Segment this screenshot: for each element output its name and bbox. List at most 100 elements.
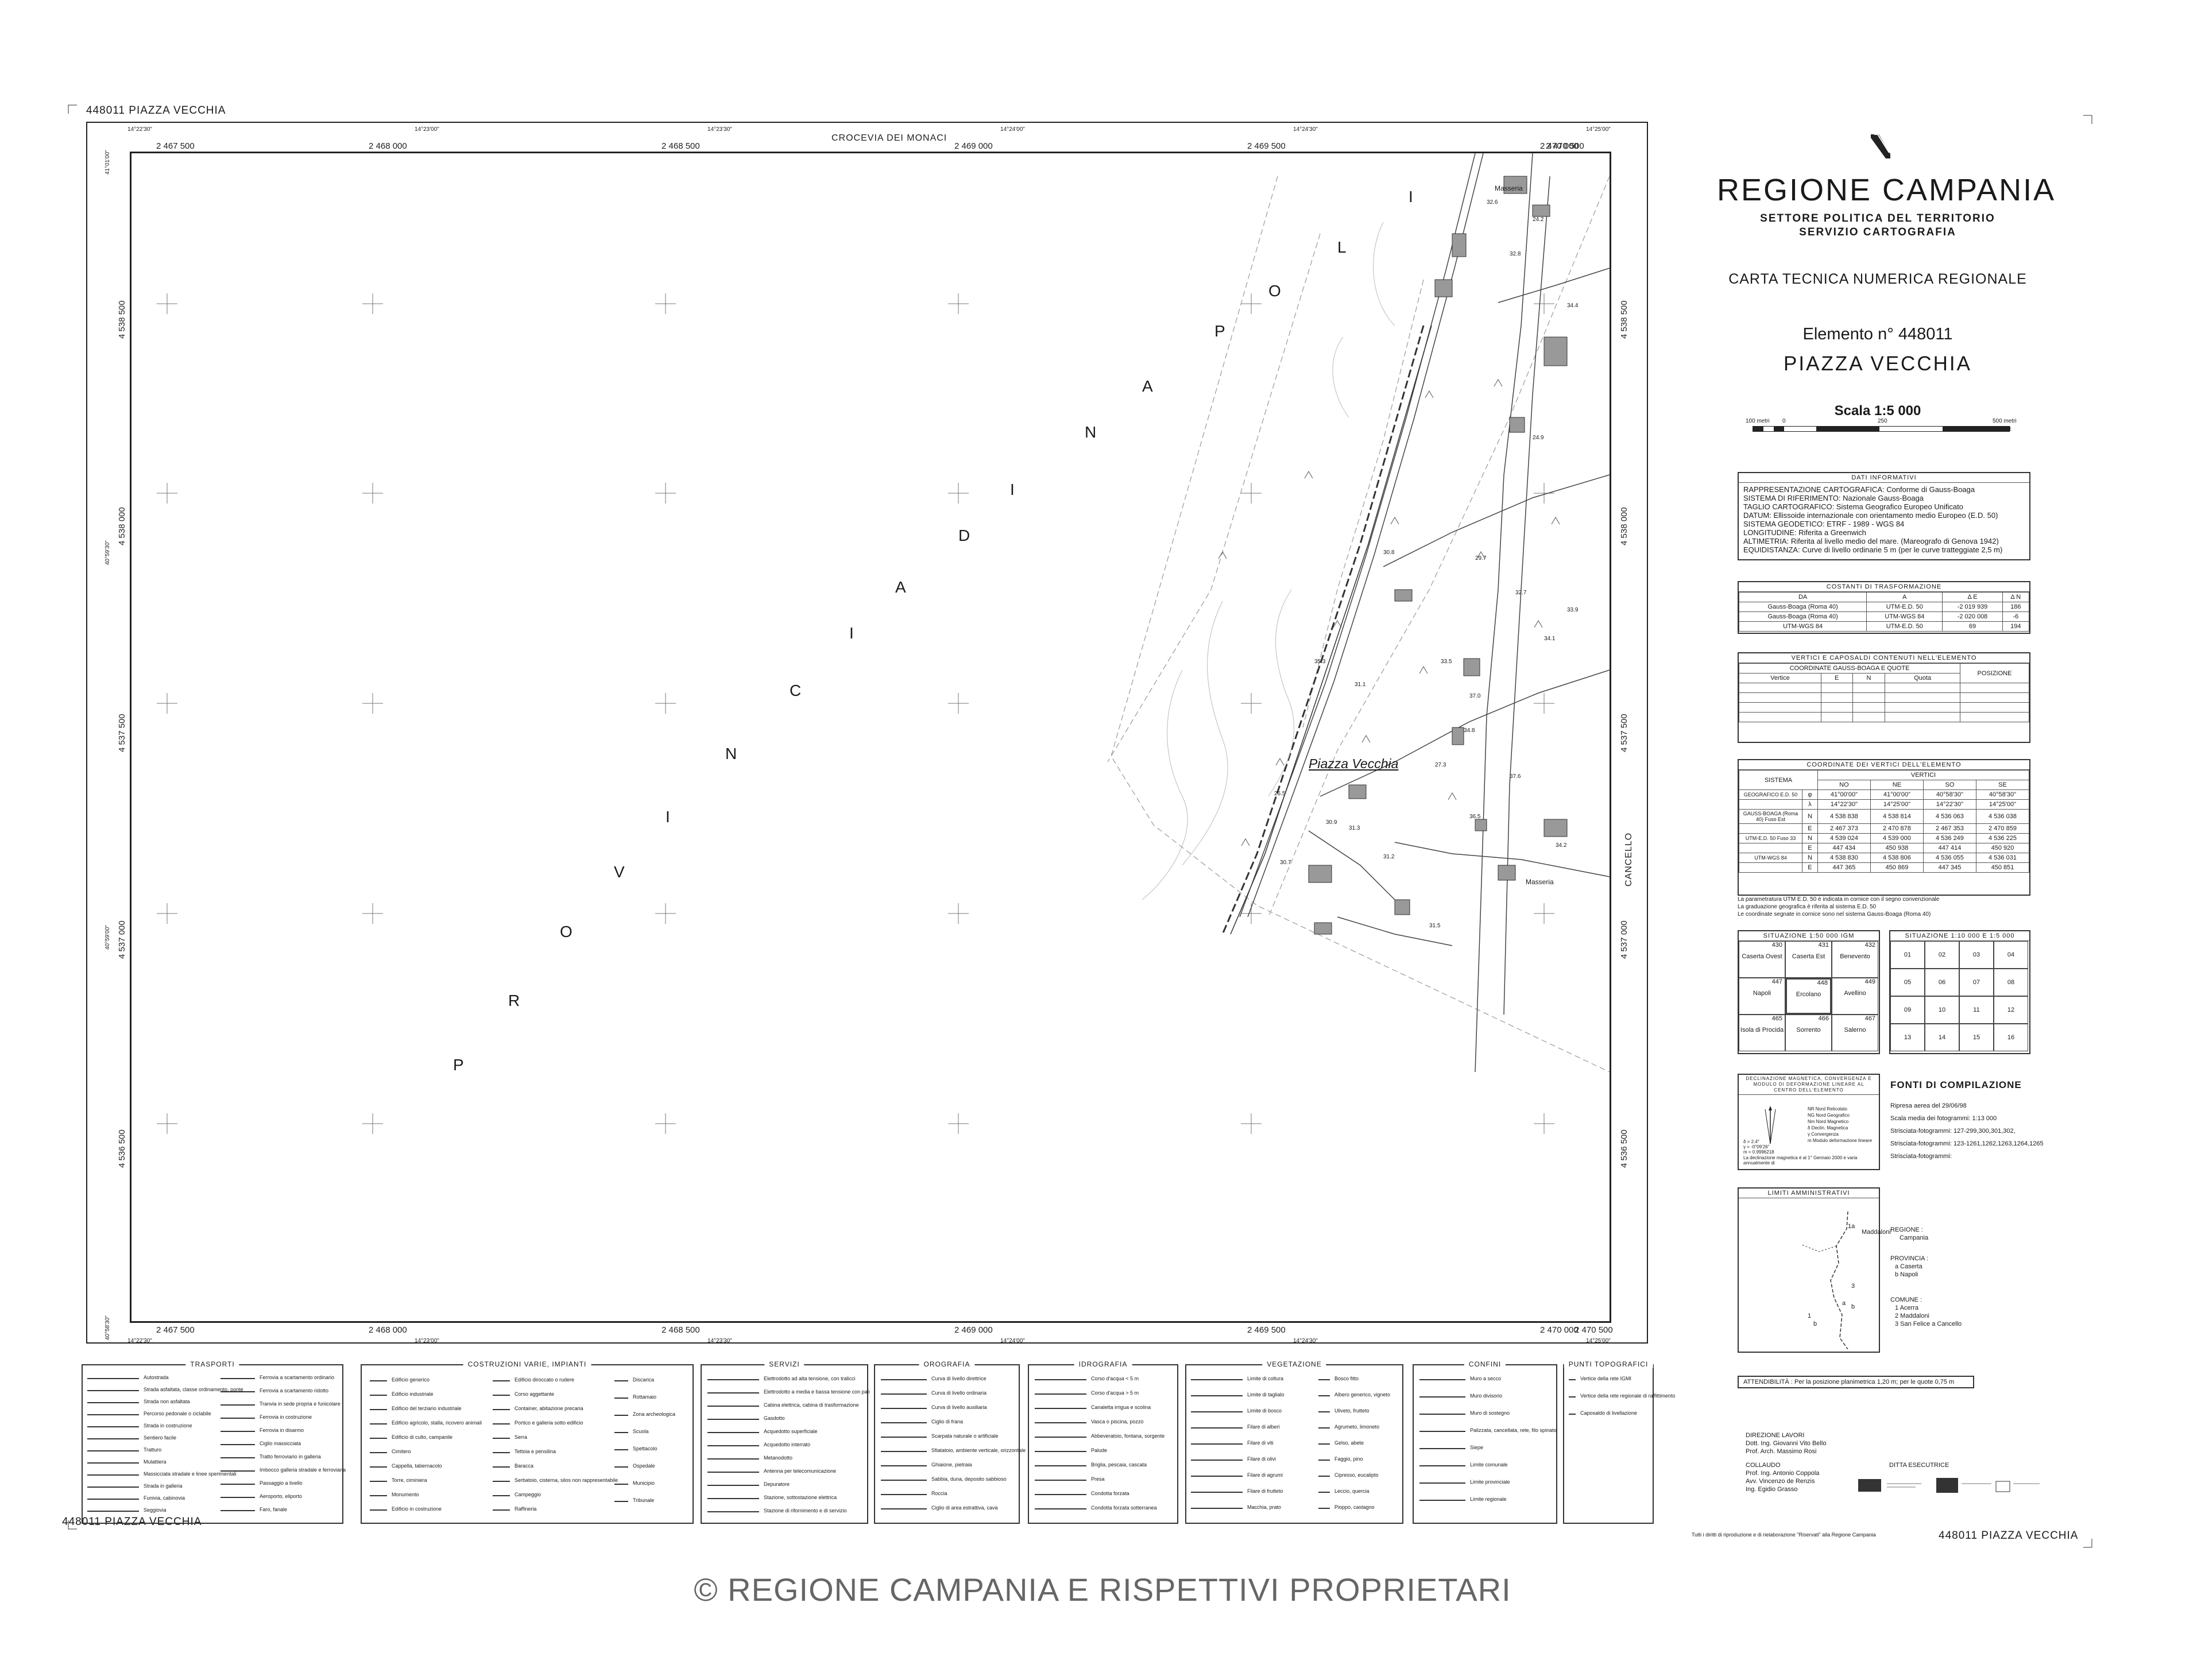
legend-symbol: [614, 1484, 628, 1488]
legend-item-label: Passaggio a livello: [260, 1480, 303, 1486]
legend-symbol: [370, 1380, 387, 1385]
contour-line: [1332, 336, 1349, 418]
provincia-label-letter: I: [666, 808, 670, 826]
building: [1475, 819, 1487, 831]
coord-note: La parametratura UTM E.D. 50 è indicata …: [1738, 896, 1940, 903]
legend-item-label: Edificio agricolo, stalla, ricovero anim…: [392, 1420, 482, 1426]
table-cell: λ: [1802, 799, 1818, 810]
contour-line: [1268, 589, 1294, 797]
legend-symbol: [881, 1408, 927, 1412]
legend-punti: PUNTI TOPOGRAFICI Vertice della rete IGM…: [1563, 1360, 1675, 1524]
legend-item-label: Strada in costruzione: [144, 1423, 192, 1429]
declinazione-legend-item: Nm Nord Magnetico: [1808, 1119, 1849, 1124]
sheet-title-right: 448011 PIAZZA VECCHIA: [1939, 1530, 2079, 1542]
legend-item-label: Filare di alberi: [1247, 1424, 1280, 1430]
road-line: [1320, 669, 1610, 797]
building: [1348, 784, 1367, 799]
place-label-piazza-vecchia[interactable]: Piazza Vecchia: [1309, 756, 1399, 771]
table-cell: 2 467 373: [1817, 823, 1871, 834]
legend-item-label: Scarpata naturale o artificiale: [931, 1433, 999, 1439]
admin-mark: a: [1842, 1300, 1846, 1307]
table-cell: UTM-WGS 84: [1739, 853, 1802, 863]
vegetation-symbol: [1494, 379, 1503, 387]
legend-symbol: [1035, 1379, 1086, 1384]
easting-label-bottom: 2 469 500: [1247, 1325, 1286, 1335]
table-cell: Gauss-Boaga (Roma 40): [1738, 602, 1867, 612]
legend-item-label: Seggiovia: [144, 1507, 167, 1513]
legend-item-label: Pioppo, castagno: [1334, 1504, 1375, 1510]
situazione-cell: 12: [1994, 996, 2028, 1024]
legend-servizi: SERVIZI Elettrodotto ad alta tensione, c…: [701, 1360, 870, 1524]
legend-item-label: Scuola: [633, 1429, 649, 1434]
building: [1308, 865, 1332, 883]
easting-label-bottom: 2 469 000: [954, 1325, 993, 1335]
legend-item-label: Edificio di culto, campanile: [392, 1434, 453, 1440]
provincia-label-letter: O: [1268, 282, 1281, 300]
vegetation-symbol: [1476, 551, 1486, 559]
legend-item-label: Curva di livello ausiliaria: [931, 1404, 987, 1410]
road-line: [1498, 268, 1610, 303]
situazione-number: 465: [1771, 1015, 1782, 1022]
collaudo-name: Prof. Ing. Antonio Coppola: [1746, 1470, 1820, 1477]
geo-label-bottom: 14°23'00": [415, 1338, 439, 1344]
legend-item-label: Sentiero facile: [144, 1435, 177, 1441]
table-cell: 14°25'00": [1870, 799, 1924, 810]
provincia-label-letter: A: [895, 578, 906, 596]
elemento-number: Elemento n° 448011: [1802, 325, 1953, 343]
vegetation-symbol: [1241, 838, 1250, 846]
table-cell: 447 365: [1817, 862, 1871, 873]
road-line: [1503, 176, 1550, 1015]
declinazione-legend-item: γ Convergenza: [1808, 1132, 1839, 1137]
legend-item-label: Serbatoio, cisterna, silos non rappresen…: [514, 1477, 618, 1483]
legend-symbol: [1191, 1395, 1243, 1400]
sheet-title-top: 448011 PIAZZA VECCHIA: [86, 104, 226, 117]
sheet-title-bottom: 448011 PIAZZA VECCHIA: [62, 1516, 202, 1528]
legend-symbol: [1035, 1393, 1086, 1398]
legend-symbol: [1035, 1422, 1086, 1427]
corner-mark: [2083, 1539, 2092, 1548]
collaudo-name: Avv. Vincenzo de Renzis: [1746, 1478, 1815, 1485]
legend-symbol: [707, 1511, 759, 1516]
table-cell: N: [1802, 809, 1818, 824]
legend-symbol: [707, 1419, 759, 1423]
scale-bar: [1753, 426, 2010, 432]
building: [1452, 233, 1467, 257]
place-label-masseria: Masseria: [1526, 878, 1554, 886]
table-cell: 14°22'30": [1817, 799, 1871, 810]
geo-label-bottom: 14°24'00": [1000, 1338, 1025, 1344]
table-cell: [1739, 823, 1802, 834]
table-cell: 14°25'00": [1975, 799, 2030, 810]
corner-mark: [68, 1520, 77, 1530]
situazione-name: Napoli: [1753, 990, 1771, 997]
legend-item-label: Muro a secco: [1470, 1376, 1502, 1381]
situazione-number: 448: [1817, 980, 1828, 986]
legend-symbol: [881, 1494, 927, 1499]
legend-symbol: [707, 1472, 759, 1476]
easting-label-bottom: 2 468 500: [662, 1325, 700, 1335]
legend-symbol: [1191, 1379, 1243, 1384]
legend-symbol: [1569, 1414, 1576, 1418]
table-cell: UTM-E.D. 50 Fuso 33: [1739, 833, 1802, 843]
building: [1394, 589, 1413, 602]
legend-costruzioni: COSTRUZIONI VARIE, IMPIANTI Edificio gen…: [361, 1360, 694, 1524]
legend-symbol: [493, 1452, 510, 1457]
easting-label-bottom: 2 470 000: [1540, 1325, 1579, 1335]
legend-item-label: Municipio: [633, 1480, 655, 1486]
provincia-label-letter: N: [1085, 423, 1097, 441]
situazione-name: Benevento: [1840, 953, 1870, 960]
legend-symbol: [1191, 1411, 1243, 1416]
legend-symbol: [220, 1497, 255, 1501]
legend-item-label: Tratturo: [144, 1447, 162, 1453]
legend-symbol: [1318, 1427, 1330, 1432]
situazione-cell: 13: [1890, 1024, 1925, 1051]
legend-item-label: Macchia, prato: [1247, 1504, 1282, 1510]
table-header-cell: Δ E: [1942, 592, 2003, 602]
vegetation-symbol: [1361, 735, 1371, 743]
table-cell: UTM-E.D. 50: [1866, 621, 1943, 632]
map-drawing: [157, 153, 1610, 1134]
